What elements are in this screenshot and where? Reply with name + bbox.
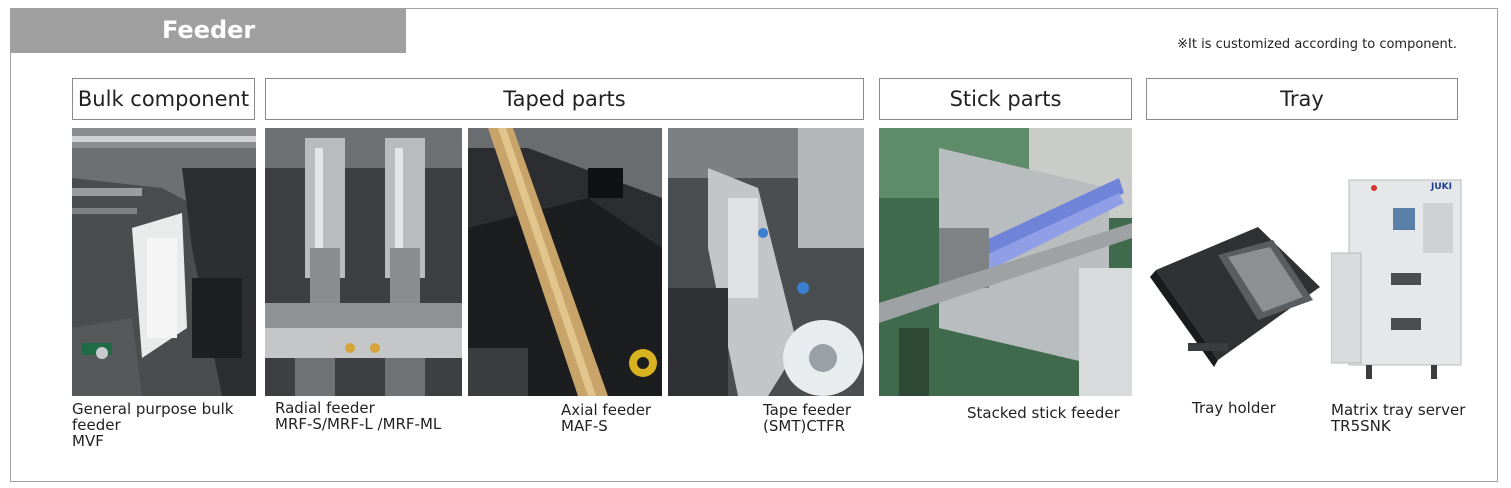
bulk-feeder-photo <box>72 128 256 396</box>
matrix-tray-server-photo: JUKI <box>1331 178 1472 383</box>
radial-feeder-photo <box>265 128 462 396</box>
caption-bulk-feeder: General purpose bulk feeder MVF <box>72 400 234 450</box>
feeder-panel <box>10 8 1498 482</box>
category-taped-parts: Taped parts <box>265 78 864 120</box>
section-title: Feeder <box>10 8 406 53</box>
category-bulk-component: Bulk component <box>72 78 255 120</box>
tape-feeder-photo <box>668 128 864 396</box>
customization-note: ※It is customized according to component… <box>1177 37 1457 52</box>
axial-feeder-photo <box>468 128 662 396</box>
caption-matrix-tray-server: Matrix tray server TR5SNK <box>1331 401 1466 435</box>
caption-radial-feeder: Radial feeder MRF-S/MRF-L /MRF-ML <box>275 399 442 433</box>
caption-tray-holder: Tray holder <box>1192 399 1276 417</box>
tray-holder-photo <box>1148 225 1324 375</box>
category-tray: Tray <box>1146 78 1458 120</box>
juki-logo: JUKI <box>1431 182 1452 192</box>
caption-tape-feeder: Tape feeder (SMT)CTFR <box>763 401 852 435</box>
stacked-stick-feeder-photo <box>879 128 1132 396</box>
caption-stacked-stick-feeder: Stacked stick feeder <box>967 404 1120 422</box>
caption-axial-feeder: Axial feeder MAF-S <box>561 401 652 435</box>
category-stick-parts: Stick parts <box>879 78 1132 120</box>
